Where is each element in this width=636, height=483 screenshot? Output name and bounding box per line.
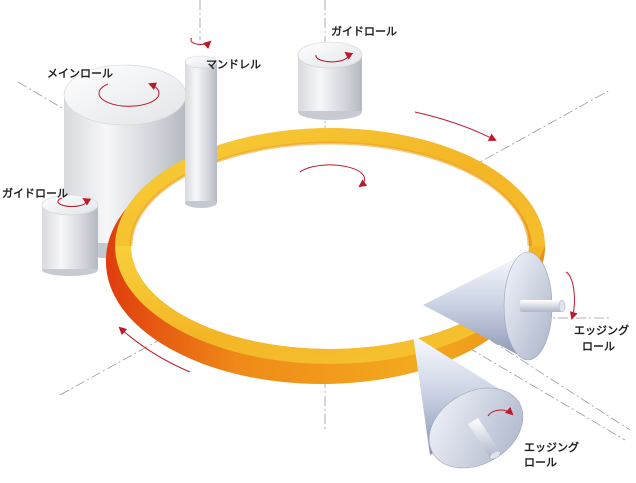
guide-roll-left [41, 194, 99, 276]
ring-motion-arrow-top [414, 111, 497, 141]
edging-roll-bottom [413, 335, 524, 469]
label-mandrel: マンドレル [206, 58, 261, 71]
label-edging-roll-bottom-line1: エッジング [524, 440, 579, 454]
edging-roll-right [423, 251, 578, 361]
rotation-arrow [315, 51, 354, 63]
center-rotation-arrow [299, 164, 368, 188]
label-main-roll: メインロール [47, 67, 113, 80]
label-edging-roll-bottom-line2: ロール [524, 456, 557, 469]
rotation-arrow [98, 82, 160, 107]
label-edging-roll-right-line1: エッジング [574, 323, 629, 337]
label-guide-roll-left: ガイドロール [2, 186, 68, 200]
rotation-arrow [57, 197, 92, 208]
label-guide-roll-top: ガイドロール [331, 24, 397, 38]
rotation-arrow [565, 271, 578, 320]
ring-motion-arrow-left [118, 326, 191, 373]
rotation-arrow [487, 406, 514, 417]
mandrel [184, 37, 218, 208]
guide-roll-top [297, 41, 363, 120]
label-edging-roll-right-line2: ロール [582, 340, 615, 353]
rotation-arrow [190, 37, 212, 49]
